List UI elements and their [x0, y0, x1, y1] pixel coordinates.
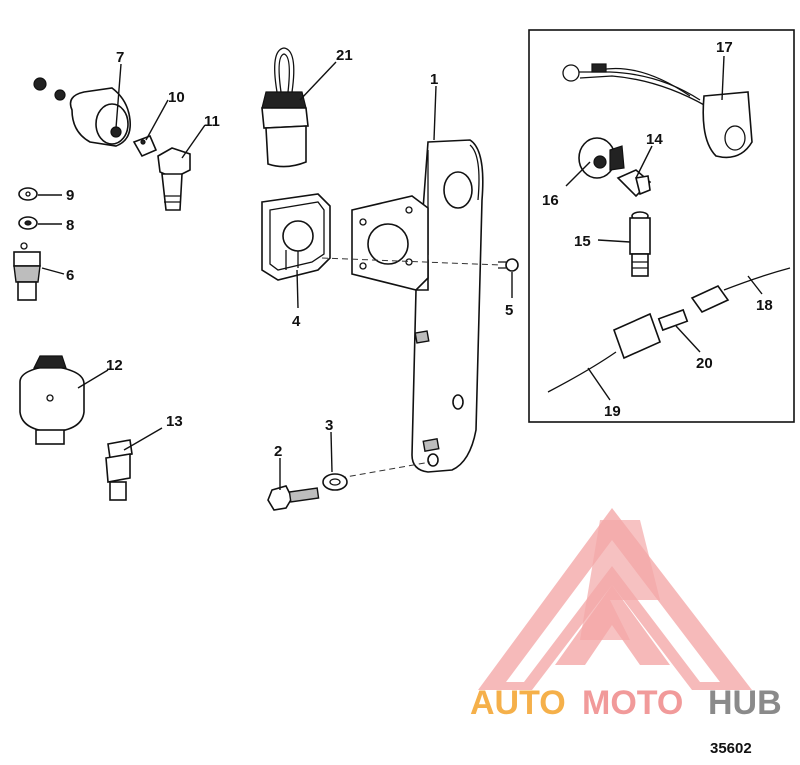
- inset-frame: [528, 29, 795, 423]
- part-7-sender: [33, 77, 132, 147]
- leader-13: [123, 427, 163, 451]
- part-14-adapter: [616, 169, 652, 198]
- part-3-washer: [322, 473, 348, 491]
- part-15-fitting: [629, 211, 651, 277]
- leader-3: [330, 431, 333, 473]
- callout-21: 21: [336, 47, 353, 64]
- leader-11: [181, 124, 206, 159]
- watermark-text-hub: HUB: [708, 684, 782, 722]
- part-4-boot: [261, 193, 331, 281]
- leader-19: [587, 367, 611, 401]
- part-9-nut: [18, 187, 38, 201]
- callout-11: 11: [204, 113, 220, 130]
- part-21-connector: [261, 47, 309, 168]
- leader-1: [433, 85, 437, 141]
- watermark-text-moto: MOTO: [582, 684, 683, 722]
- part-2-bolt: [267, 485, 320, 511]
- watermark-text-auto: AUTO: [470, 684, 566, 722]
- callout-12: 12: [106, 357, 123, 374]
- callout-14: 14: [646, 131, 663, 148]
- leader-21: [299, 61, 337, 101]
- part-11-plug: [157, 147, 191, 211]
- callout-6: 6: [66, 267, 74, 284]
- part-16-sender: [578, 137, 625, 179]
- callout-15: 15: [574, 233, 591, 250]
- watermark-logo: [478, 508, 752, 690]
- leader-15: [597, 239, 631, 243]
- leader-10: [145, 99, 169, 141]
- leader-18: [747, 275, 763, 295]
- callout-2: 2: [274, 443, 282, 460]
- part-13-switch: [105, 439, 133, 501]
- leader-7: [115, 63, 122, 129]
- callout-19: 19: [604, 403, 621, 420]
- part-1-bracket: [351, 139, 484, 473]
- part-6-switch: [13, 242, 41, 301]
- leader-4: [296, 269, 299, 309]
- callout-4: 4: [292, 313, 301, 330]
- leader-6: [41, 267, 65, 275]
- callout-8: 8: [66, 217, 74, 234]
- callout-9: 9: [66, 187, 74, 204]
- part-10-fitting: [132, 134, 158, 158]
- callout-20: 20: [696, 355, 713, 372]
- callout-16: 16: [542, 192, 559, 209]
- leader-17: [721, 55, 725, 101]
- part-20-fuse: [657, 308, 689, 332]
- part-12-sensor: [19, 355, 85, 445]
- callout-18: 18: [756, 297, 773, 314]
- callout-7: 7: [116, 49, 124, 66]
- part-17-harness: [562, 63, 753, 159]
- part-8-washer: [18, 216, 38, 230]
- callout-5: 5: [505, 302, 513, 319]
- leader-14: [635, 145, 653, 179]
- figure-number: 35602: [710, 740, 752, 757]
- callout-17: 17: [716, 39, 733, 56]
- part-5-screw: [498, 258, 519, 272]
- leader-20: [675, 325, 701, 353]
- part-18-wire: [690, 267, 791, 314]
- callout-1: 1: [430, 71, 438, 88]
- part-19-wire: [547, 312, 662, 393]
- leader-16: [565, 161, 591, 187]
- callout-3: 3: [325, 417, 333, 434]
- leader-12: [77, 369, 109, 389]
- callout-10: 10: [168, 89, 185, 106]
- callout-13: 13: [166, 413, 183, 430]
